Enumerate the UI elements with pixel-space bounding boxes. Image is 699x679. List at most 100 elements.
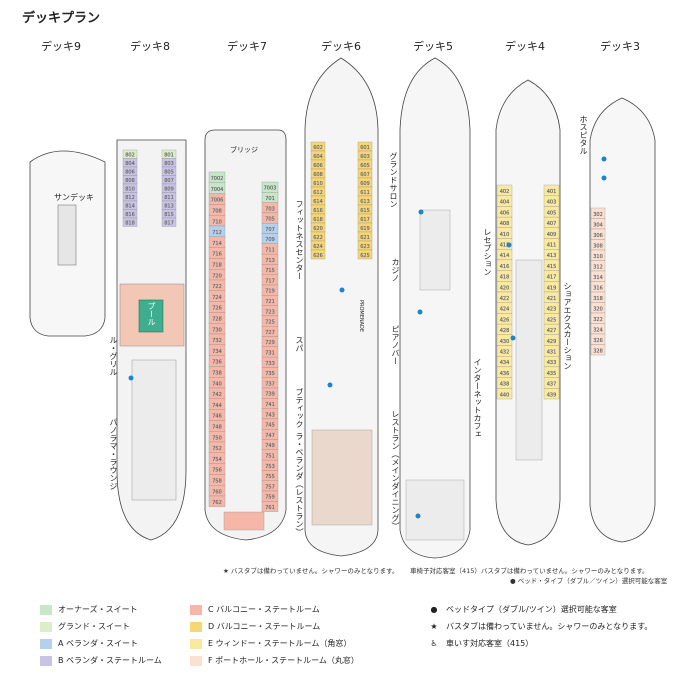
cabin-number: 735 [265,371,275,377]
legend-label: A ベランダ・スイート [58,639,139,648]
deck-9-label: デッキ9 [41,40,81,53]
legend-item: C バルコニー・ステートルーム [190,604,320,615]
cabin-number: 416 [500,264,510,270]
cabin-number: 438 [500,382,510,388]
legend-swatch [190,604,202,615]
cabin-number: 403 [547,200,557,206]
legend-swatch [40,655,52,666]
laveranda-label: ラ・ベランダ（レストラン） [295,432,304,536]
cabin-number: 757 [265,484,275,490]
cabin-817 [161,217,177,227]
cabin-number: 613 [360,199,370,205]
cabin-number: 734 [212,349,222,355]
cabin-number: 762 [212,500,222,506]
cabin-number: 753 [265,464,275,470]
cabin-number: 324 [593,327,603,333]
cabin-number: 618 [313,217,323,223]
cabin-number: 434 [500,360,510,366]
cabin-number: 747 [265,433,275,439]
cabin-number: 604 [313,154,323,160]
cabin-number: 752 [212,446,222,452]
cabin-number: 422 [500,296,510,302]
legend-label: E ウィンドー・ステートルーム（角窓） [208,639,352,648]
cabin-number: 746 [212,414,222,420]
cabin-number: 607 [360,172,370,178]
cabin-number: 406 [500,210,510,216]
rugrill-label: ル・グリル [109,336,118,376]
symbol-legend-item: ●ベッドタイプ（ダブル/ツイン）選択可能な客室 [428,604,617,615]
cabin-number: 601 [360,145,370,151]
cabin-number: 806 [125,169,135,175]
info-marker [128,375,134,381]
cabin-number: 708 [212,209,222,215]
info-marker [417,309,423,315]
legend-item: E ウィンドー・ステートルーム（角窓） [190,638,351,649]
legend-swatch [40,638,52,649]
cabin-number: 737 [265,381,275,387]
cabin-number: 417 [547,275,557,281]
cabin-number: 424 [500,307,510,313]
cabin-number: 322 [593,317,603,323]
deck-3-hull [589,97,656,543]
sundeck-label: サンデッキ [54,193,94,202]
legend-item: グランド・スイート [40,621,130,632]
cabin-number: 721 [265,299,275,305]
note-bath: ★ バスタブは備わっていません。シャワーのみとなります。 [223,567,399,575]
cabin-number: 407 [547,221,557,227]
cabin-number: 729 [265,340,275,346]
cabin-number: 811 [164,195,174,201]
cabin-number: 610 [313,181,323,187]
legend-symbol: ★ [430,622,438,631]
symbol-legend-item: ★バスタブは備わっていません。シャワーのみとなります。 [428,621,652,632]
cabin-number: 326 [593,338,603,344]
cabin-number: 725 [265,320,275,326]
cabin-number: 808 [125,178,135,184]
promenade-label: PROMENADE [358,300,364,333]
cabin-number: 802 [125,152,135,158]
legend-swatch [190,655,202,666]
symbol-legend-item: ♿車いす対応客室（415） [428,638,533,649]
cabin-625 [357,249,373,260]
cabin-number: 749 [265,443,275,449]
cabin-number: 320 [593,306,603,312]
cabin-number: 306 [593,233,603,239]
cabin-number: 432 [500,350,510,356]
deck-5-hull [399,57,471,559]
cabin-number: 712 [212,230,222,236]
excursion-label: ショアエクスカーション [563,282,572,370]
cabin-number: 728 [212,317,222,323]
internetcafe-label: インターネットカフェ [473,358,482,438]
cabin-number: 617 [360,217,370,223]
legend-item: オーナーズ・スイート [40,604,138,615]
boutique-label: ブティック [295,388,304,428]
cabin-number: 740 [212,381,222,387]
cabin-number: 401 [547,189,557,195]
cabin-number: 405 [547,210,557,216]
legend-label: F ポートホール・ステートルーム（丸窓） [208,656,359,665]
info-marker [339,287,345,293]
spa-label: スパ [295,336,304,352]
cabin-number: 732 [212,338,222,344]
info-marker [327,382,333,388]
info-marker [601,175,607,181]
cabin-number: 611 [360,190,370,196]
pianobar-label: ピアノバー [391,325,400,365]
cabin-number: 624 [313,244,323,250]
cabin-number: 302 [593,212,603,218]
cabin-number: 436 [500,371,510,377]
restaurant-label: レストラン（メインダイニング） [391,410,400,530]
cabin-number: 726 [212,306,222,312]
panorama-label: パノラマ・ラウンジ [109,418,118,490]
deck-7-label: デッキ7 [227,40,267,53]
cabin-number: 711 [265,248,275,254]
cabin-number: 814 [125,203,135,209]
cabin-number: 715 [265,268,275,274]
cabin-number: 809 [164,186,174,192]
cabin-number: 404 [500,200,510,206]
legend-item: D バルコニー・ステートルーム [190,621,320,632]
cabin-number: 743 [265,412,275,418]
cabin-number: 430 [500,339,510,345]
cabin-number: 616 [313,208,323,214]
legend-label: 車いす対応客室（415） [446,639,534,648]
